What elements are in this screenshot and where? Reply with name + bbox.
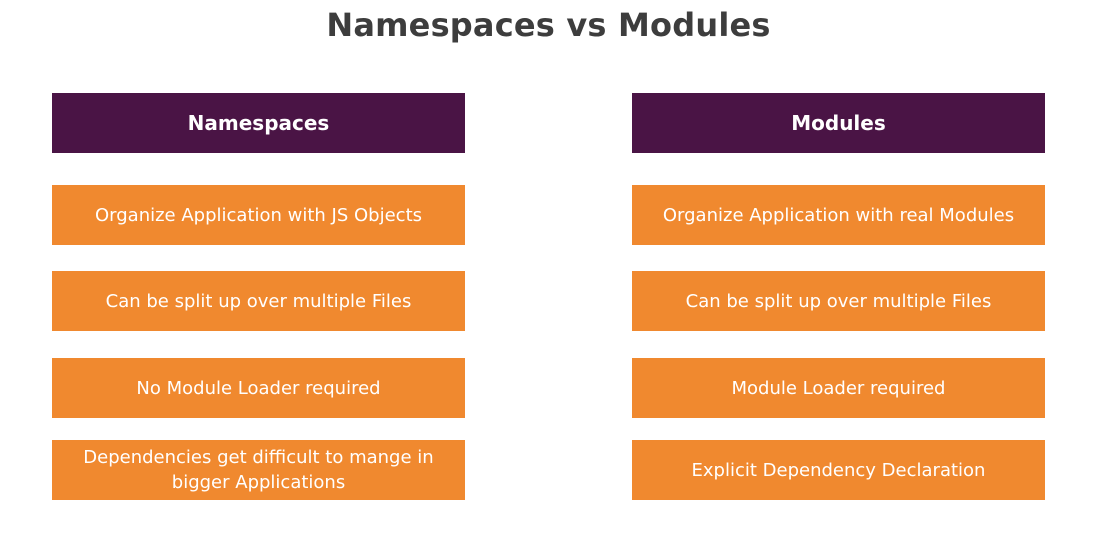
namespaces-item-3: No Module Loader required <box>52 358 465 418</box>
namespaces-item-4: Dependencies get difficult to mange in b… <box>52 440 465 500</box>
modules-header: Modules <box>632 93 1045 153</box>
modules-item-4: Explicit Dependency Declaration <box>632 440 1045 500</box>
modules-item-2: Can be split up over multiple Files <box>632 271 1045 331</box>
modules-item-1: Organize Application with real Modules <box>632 185 1045 245</box>
slide-title: Namespaces vs Modules <box>326 6 771 44</box>
namespaces-header: Namespaces <box>52 93 465 153</box>
namespaces-item-1: Organize Application with JS Objects <box>52 185 465 245</box>
namespaces-item-2: Can be split up over multiple Files <box>52 271 465 331</box>
modules-item-3: Module Loader required <box>632 358 1045 418</box>
